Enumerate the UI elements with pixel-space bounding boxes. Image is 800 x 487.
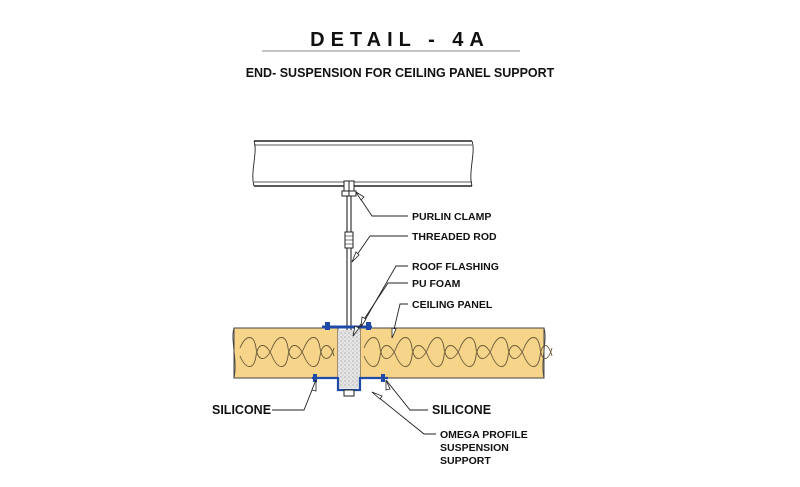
leader-lines bbox=[272, 191, 436, 435]
label-omega-line1: OMEGA PROFILE bbox=[440, 429, 528, 441]
label-omega-line3: SUPPORT bbox=[440, 455, 491, 467]
purlin-beam bbox=[252, 140, 474, 187]
label-silicone-left: SILICONE bbox=[212, 403, 271, 417]
label-omega-line2: SUSPENSION bbox=[440, 442, 509, 454]
purlin-clamp bbox=[341, 180, 357, 197]
roof-flashing bbox=[322, 322, 372, 330]
label-purlin-clamp: PURLIN CLAMP bbox=[412, 211, 491, 223]
label-silicone-right: SILICONE bbox=[432, 403, 491, 417]
ceiling-panel-right bbox=[359, 327, 553, 379]
detail-title: DETAIL - 4A bbox=[310, 29, 490, 51]
label-ceiling-panel: CEILING PANEL bbox=[412, 299, 493, 311]
label-pu-foam: PU FOAM bbox=[412, 278, 461, 290]
pu-foam bbox=[338, 330, 360, 388]
detail-subtitle: END- SUSPENSION FOR CEILING PANEL SUPPOR… bbox=[246, 66, 555, 80]
rod-end-nut bbox=[343, 389, 355, 397]
label-roof-flashing: ROOF FLASHING bbox=[412, 261, 499, 273]
ceiling-panel-left bbox=[232, 327, 339, 379]
label-threaded-rod: THREADED ROD bbox=[412, 231, 497, 243]
leader-arrowheads bbox=[311, 191, 397, 400]
